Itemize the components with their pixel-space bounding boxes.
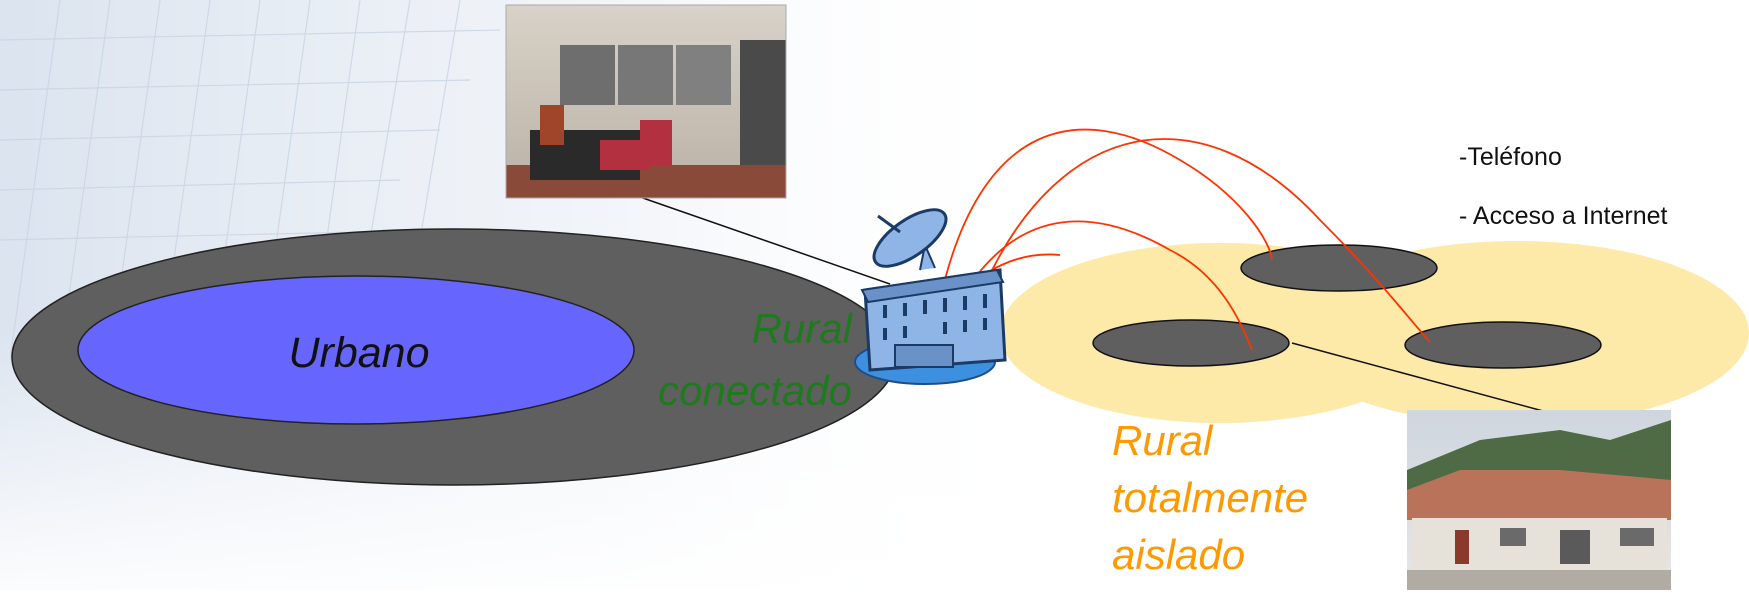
rural-connected-label-line1: Rural	[752, 305, 854, 352]
isolated-label-line2: totalmente	[1112, 474, 1308, 521]
link-to-village-right	[984, 138, 1431, 343]
urban-label: Urbano	[288, 329, 429, 377]
village-left	[1092, 319, 1290, 367]
service-internet: - Acceso a Internet	[1459, 202, 1668, 230]
village-right	[1404, 321, 1602, 369]
office-photo	[505, 4, 787, 199]
isolated-label-line1: Rural	[1112, 417, 1214, 464]
house-connector-line	[1291, 342, 1544, 412]
rural-connected-label-line2: conectado	[658, 367, 852, 414]
village-top	[1240, 244, 1438, 292]
service-telephone: -Teléfono	[1459, 143, 1562, 171]
building-with-satellite-dish	[854, 208, 1007, 385]
link-to-village-left	[959, 220, 1253, 351]
house-photo	[1407, 410, 1671, 590]
urban-zone	[77, 275, 635, 425]
office-connector-line	[639, 196, 891, 285]
link-to-village-top	[939, 128, 1273, 301]
isolated-label-line3: aislado	[1112, 531, 1245, 578]
